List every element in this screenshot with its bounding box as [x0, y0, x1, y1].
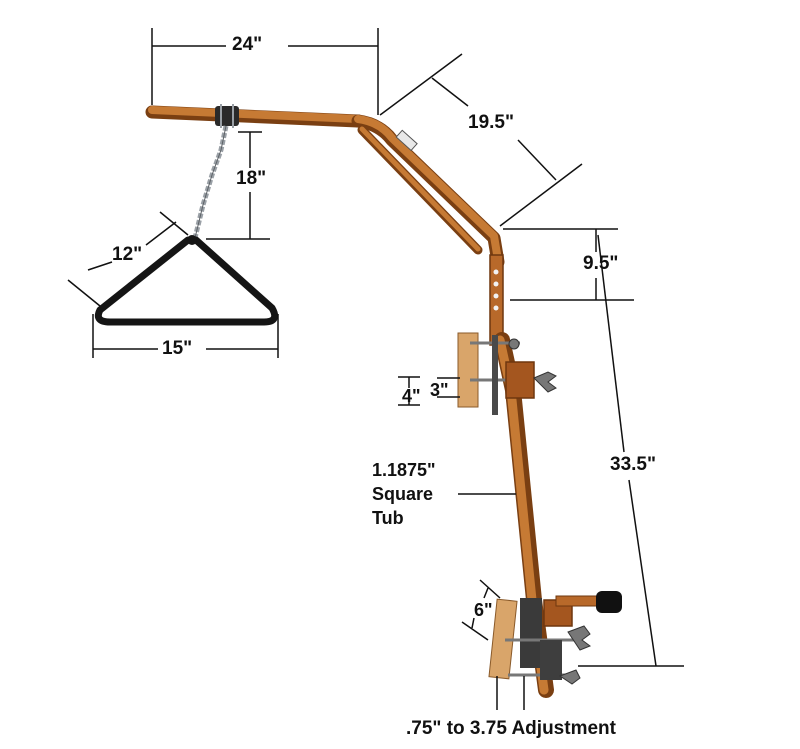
adjust-hole	[493, 269, 499, 275]
upper-pad	[457, 332, 479, 408]
adjustment-range-label: .75" to 3.75 Adjustment	[406, 718, 616, 739]
chain	[192, 125, 229, 239]
diagonal-outer-highlight	[354, 115, 502, 264]
upper-collar	[505, 361, 535, 399]
label-plate	[395, 129, 418, 152]
upper-vertical-bar	[489, 254, 504, 346]
chain-drop-label: 18"	[236, 168, 267, 189]
tube-size-label: 1.1875" Square Tub	[372, 458, 436, 530]
adjust-hole	[493, 293, 499, 299]
lower-handle-knob	[596, 591, 622, 613]
lower-clamp	[488, 591, 622, 685]
dimension-lines	[67, 28, 684, 710]
lower-wingnut	[567, 625, 592, 651]
adjust-hole	[493, 305, 499, 311]
lower-pad-height-label: 6"	[474, 600, 493, 620]
top-arm-highlight	[148, 106, 362, 123]
lower-handle-shaft	[555, 595, 599, 607]
upper-knob	[533, 371, 557, 393]
triangle-side-label: 12"	[112, 244, 143, 265]
triangle-handle	[94, 235, 279, 326]
triangle-base-label: 15"	[162, 338, 193, 359]
chain-assembly	[192, 104, 239, 239]
tube-size-line2: Square	[372, 484, 434, 504]
upper-pad-height-label: 4"	[402, 386, 421, 406]
diagonal-length-label: 19.5"	[468, 112, 514, 133]
tube-size-line3: Tub	[372, 508, 404, 528]
adjust-hole	[493, 281, 499, 287]
top-width-label: 24"	[232, 34, 263, 55]
upper-clamp	[457, 332, 557, 415]
overall-height-label: 33.5"	[610, 454, 656, 475]
upper-bracket	[492, 335, 498, 415]
tube-size-line1: 1.1875"	[372, 460, 436, 480]
lower-bracket	[520, 598, 542, 668]
lower-block	[540, 640, 562, 680]
bar-vertical-label: 9.5"	[583, 253, 619, 274]
chain-clamp	[215, 106, 239, 126]
upper-pad-width-label: 3"	[430, 380, 449, 400]
diagonal-brace-highlight	[359, 126, 481, 252]
